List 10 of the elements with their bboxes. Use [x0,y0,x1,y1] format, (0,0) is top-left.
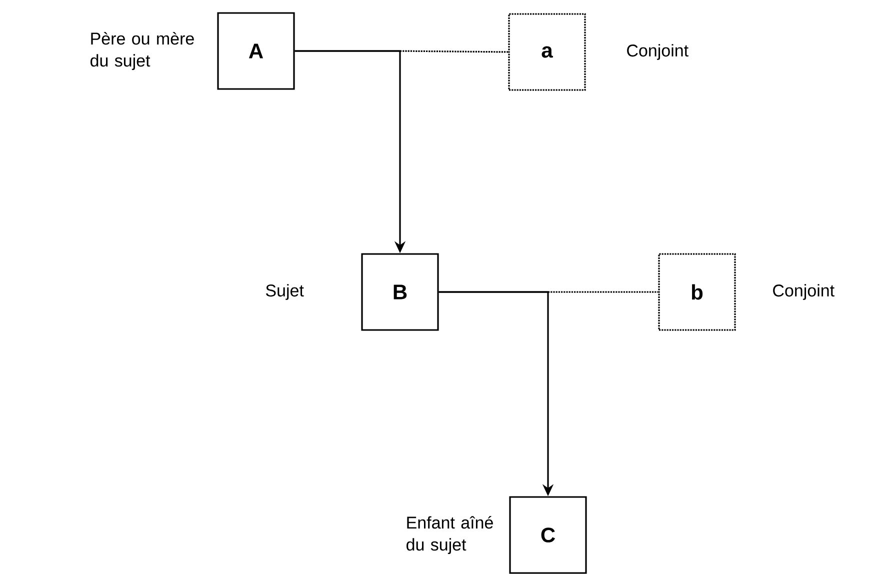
node-caption: Conjoint [627,44,688,60]
node-caption: Enfant aîné du sujet [406,516,493,554]
node-caption: Sujet [266,284,304,300]
person-box: b [658,253,736,331]
node-caption: Conjoint [773,284,834,300]
node-caption: Père ou mère du sujet [90,32,194,70]
person-box: B [361,253,439,331]
person-box: C [509,496,587,574]
person-box: a [508,13,586,91]
person-box: A [217,12,295,90]
